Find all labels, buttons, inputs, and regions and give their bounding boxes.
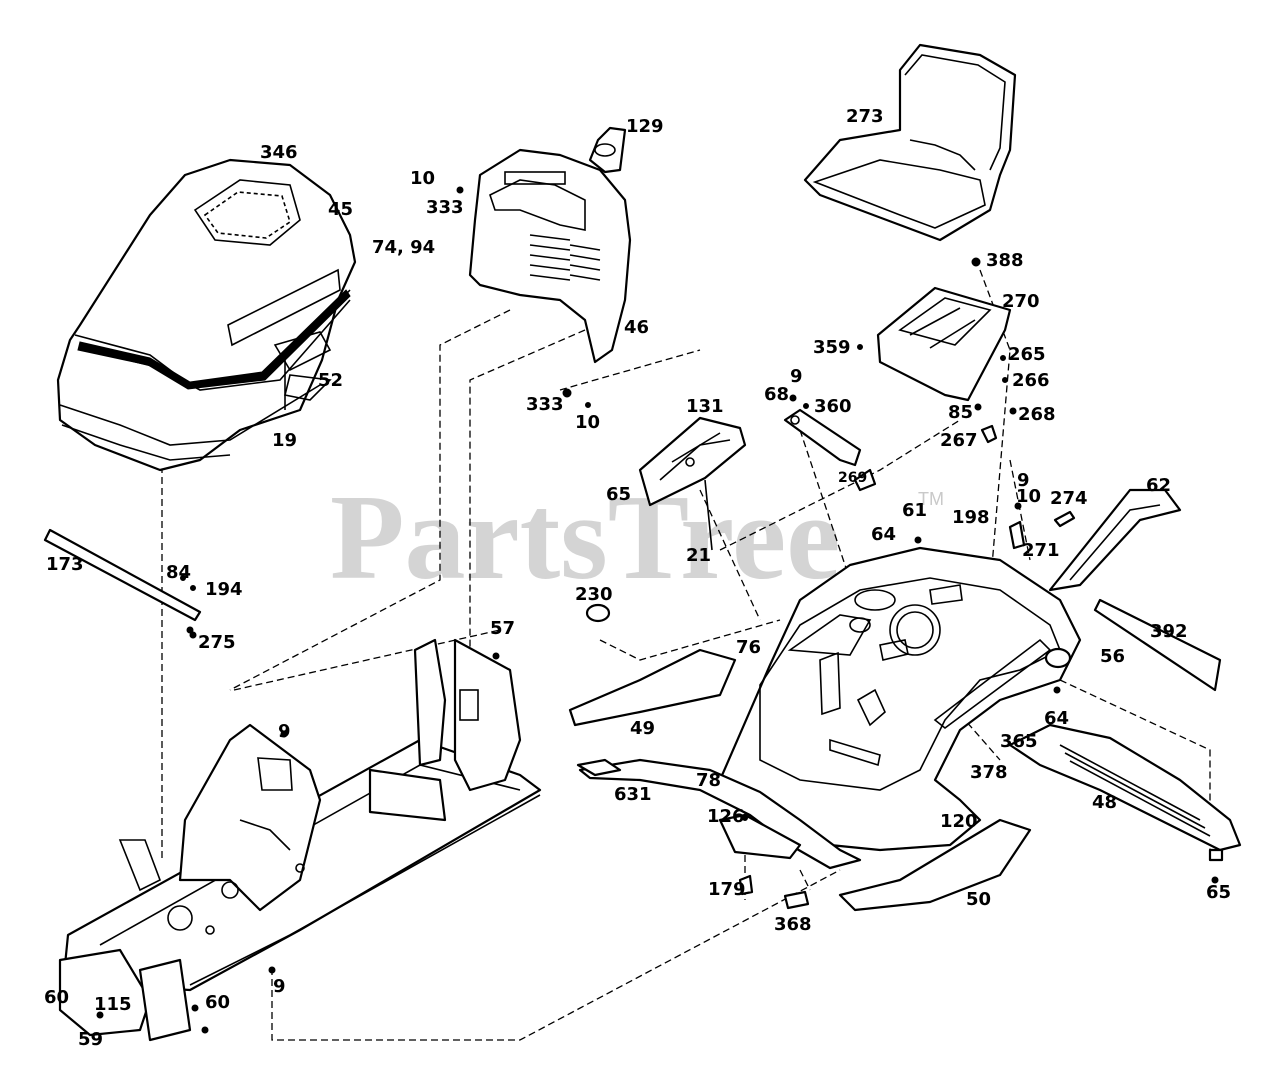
callout-179: 179: [708, 879, 746, 900]
callout-46: 46: [624, 317, 649, 338]
callout-230: 230: [575, 584, 613, 605]
callout-115: 115: [94, 994, 132, 1015]
callout-269: 269: [838, 470, 867, 486]
callout-68: 68: [764, 384, 789, 405]
callout-273: 273: [846, 106, 884, 127]
callout-10-top: 10: [410, 168, 435, 189]
callout-52: 52: [318, 370, 343, 391]
watermark-trademark: TM: [918, 489, 944, 509]
callout-365: 365: [1000, 731, 1038, 752]
callout-360: 360: [814, 396, 852, 417]
callout-49: 49: [630, 718, 655, 739]
ring-part-230: [585, 603, 611, 623]
footrest-pads: [568, 648, 1242, 912]
console-plate: [638, 416, 747, 551]
callout-74-94: 74, 94: [372, 237, 435, 258]
callout-84: 84: [166, 562, 191, 583]
callout-631: 631: [614, 784, 652, 805]
callout-60-left: 60: [44, 987, 69, 1008]
callout-194: 194: [205, 579, 243, 600]
tie-bar-parts: [180, 575, 197, 639]
callout-10-bottom: 10: [575, 412, 600, 433]
callout-60-right: 60: [205, 992, 230, 1013]
seat-bracket: [783, 394, 862, 467]
callout-271: 271: [1022, 540, 1060, 561]
callout-50: 50: [966, 889, 991, 910]
callout-61: 61: [902, 500, 927, 521]
callout-85: 85: [948, 402, 973, 423]
seat-assembly: [803, 43, 1017, 267]
callout-268: 268: [1018, 404, 1056, 425]
fender-parts-right: [1008, 488, 1222, 692]
callout-333-top: 333: [426, 197, 464, 218]
callout-198: 198: [952, 507, 990, 528]
callout-333-bottom: 333: [526, 394, 564, 415]
seat-pan-assembly: [857, 286, 1017, 444]
callout-21: 21: [686, 545, 711, 566]
callout-labels: 346 45 74, 94 52 19 10 333 129 46 333 10…: [44, 106, 1231, 1050]
callout-10-spring: 10: [1016, 486, 1041, 507]
callout-48: 48: [1092, 792, 1117, 813]
callout-274: 274: [1050, 488, 1088, 509]
callout-64-bottom: 64: [1044, 708, 1069, 729]
watermark: PartsTree: [330, 470, 840, 605]
callout-57: 57: [490, 618, 515, 639]
callout-45: 45: [328, 199, 353, 220]
callout-65-bottom: 65: [1206, 882, 1231, 903]
callout-59: 59: [78, 1029, 103, 1050]
chassis-frame: [43, 528, 542, 1042]
callout-62: 62: [1146, 475, 1171, 496]
callout-9-spring: 9: [1017, 470, 1030, 491]
hood-assembly: [56, 158, 357, 472]
callout-388: 388: [986, 250, 1024, 271]
callout-267: 267: [940, 430, 978, 451]
callout-378: 378: [970, 762, 1008, 783]
small-hardware: [191, 468, 877, 1012]
callout-76: 76: [736, 637, 761, 658]
callout-131: 131: [686, 396, 724, 417]
callout-9-bottom: 9: [273, 976, 286, 997]
callout-392: 392: [1150, 621, 1188, 642]
callout-275: 275: [198, 632, 236, 653]
callout-126: 126: [707, 806, 745, 827]
callout-368: 368: [774, 914, 812, 935]
callout-120: 120: [940, 811, 978, 832]
callout-173: 173: [46, 554, 84, 575]
callout-346: 346: [260, 142, 298, 163]
dash-panel-assembly: [456, 126, 632, 408]
callout-129: 129: [626, 116, 664, 137]
callout-265: 265: [1008, 344, 1046, 365]
callout-359: 359: [813, 337, 851, 358]
callout-64-top: 64: [871, 524, 896, 545]
callout-9-frame: 9: [278, 721, 291, 742]
callout-78: 78: [696, 770, 721, 791]
callout-65-console: 65: [606, 484, 631, 505]
callout-270: 270: [1002, 291, 1040, 312]
callout-56: 56: [1100, 646, 1125, 667]
callout-9-seat: 9: [790, 366, 803, 387]
callout-266: 266: [1012, 370, 1050, 391]
callout-19: 19: [272, 430, 297, 451]
